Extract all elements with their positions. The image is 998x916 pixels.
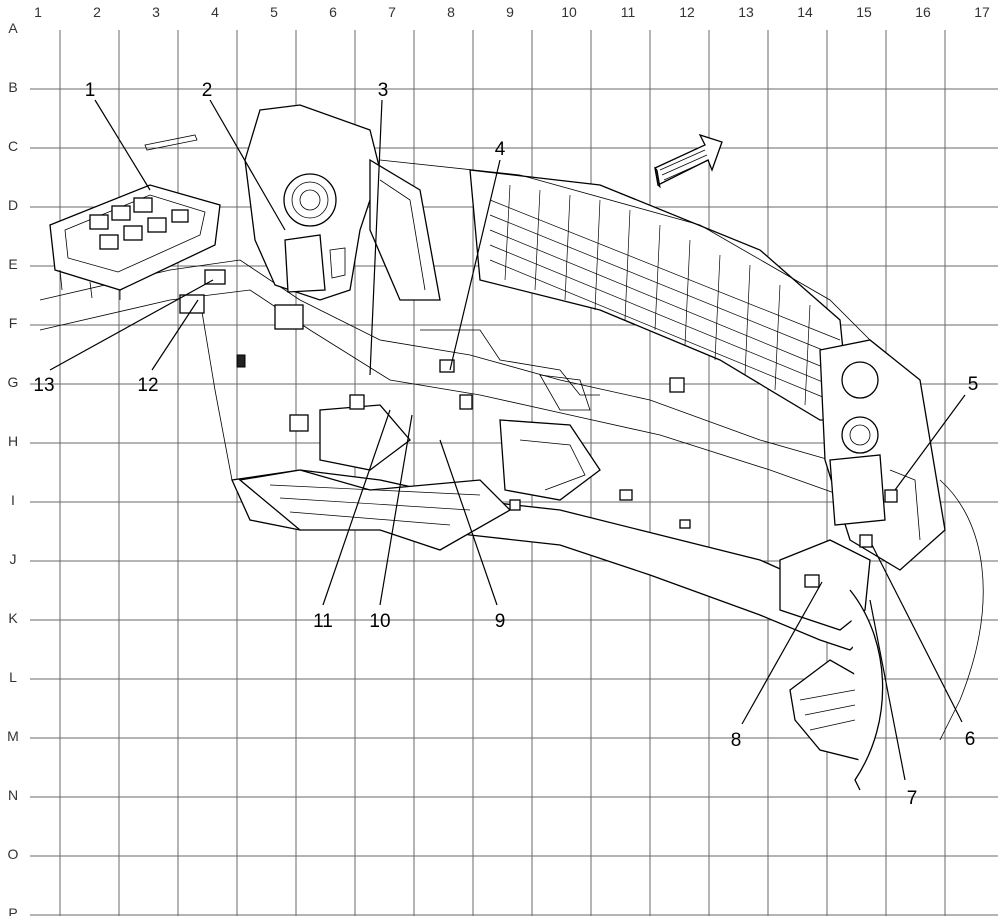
row-header: H [8, 433, 18, 449]
row-header: F [9, 315, 18, 331]
row-header: C [8, 138, 18, 154]
callout-labels: 1 2 3 4 5 6 7 8 9 10 11 12 13 [33, 80, 978, 809]
column-header: 14 [797, 4, 813, 20]
callout-5: 5 [968, 374, 979, 395]
callout-4: 4 [495, 139, 506, 160]
leader-6 [871, 544, 963, 723]
column-header: 7 [388, 4, 396, 20]
column-header: 1 [34, 4, 42, 20]
callout-6: 6 [965, 729, 976, 750]
harness-trunk [39, 259, 881, 471]
row-header: D [8, 197, 18, 213]
column-header: 8 [447, 4, 455, 20]
column-header: 4 [211, 4, 219, 20]
callout-13: 13 [33, 375, 54, 396]
row-header: P [8, 905, 17, 916]
small-bracket [144, 134, 198, 151]
row-header: N [8, 787, 18, 803]
column-header: 13 [738, 4, 754, 20]
leader-5 [894, 394, 966, 491]
leader-12 [151, 299, 199, 371]
leader-7 [869, 599, 906, 781]
column-header: 15 [856, 4, 872, 20]
column-header: 17 [974, 4, 990, 20]
row-header: L [9, 669, 17, 685]
callout-3: 3 [378, 80, 389, 101]
right-fender [939, 479, 984, 741]
row-headers: A B C D E F G H I J K L M N O P [7, 20, 19, 916]
column-header: 11 [621, 4, 636, 20]
row-header: B [8, 79, 17, 95]
column-header: 3 [152, 4, 160, 20]
column-header: 2 [93, 4, 101, 20]
front-end-assembly-drawing [39, 104, 984, 791]
callout-8: 8 [731, 730, 742, 751]
callout-7: 7 [907, 788, 918, 809]
leader-4 [449, 159, 501, 371]
callout-2: 2 [202, 80, 213, 101]
callout-11: 11 [313, 611, 333, 632]
leader-3 [369, 99, 383, 376]
row-header: I [11, 492, 15, 508]
row-header: J [10, 551, 17, 567]
left-headlamp-assembly [244, 104, 441, 301]
fascia-edge [199, 299, 233, 481]
column-header: 9 [506, 4, 514, 20]
leader-8 [741, 581, 823, 725]
column-header: 12 [679, 4, 695, 20]
center-connectors [179, 269, 898, 588]
right-headlamp-assembly [819, 339, 946, 571]
column-header: 10 [561, 4, 577, 20]
callout-10: 10 [369, 611, 390, 632]
row-header: A [8, 20, 18, 36]
leader-lines [49, 99, 966, 781]
leader-9 [439, 439, 498, 606]
callout-12: 12 [137, 375, 158, 396]
leader-2 [209, 99, 286, 231]
grille [469, 169, 851, 421]
column-header: 16 [915, 4, 931, 20]
leader-10 [379, 414, 413, 606]
row-header: O [8, 846, 19, 862]
leader-13 [49, 279, 214, 371]
callout-1: 1 [85, 80, 96, 101]
row-header: M [7, 728, 19, 744]
row-header: K [8, 610, 18, 626]
harness-trunk-lower [39, 289, 901, 521]
column-header: 6 [329, 4, 337, 20]
leader-1 [94, 99, 151, 191]
column-header: 5 [270, 4, 278, 20]
leader-11 [322, 409, 391, 606]
row-header: G [8, 374, 19, 390]
row-header: E [8, 256, 17, 272]
upper-support-bar [379, 159, 881, 351]
left-lower-duct [238, 404, 601, 551]
left-relay-block [49, 184, 221, 300]
direction-arrow-icon [654, 133, 723, 189]
right-lower-duct [779, 539, 884, 791]
callout-9: 9 [495, 611, 506, 632]
